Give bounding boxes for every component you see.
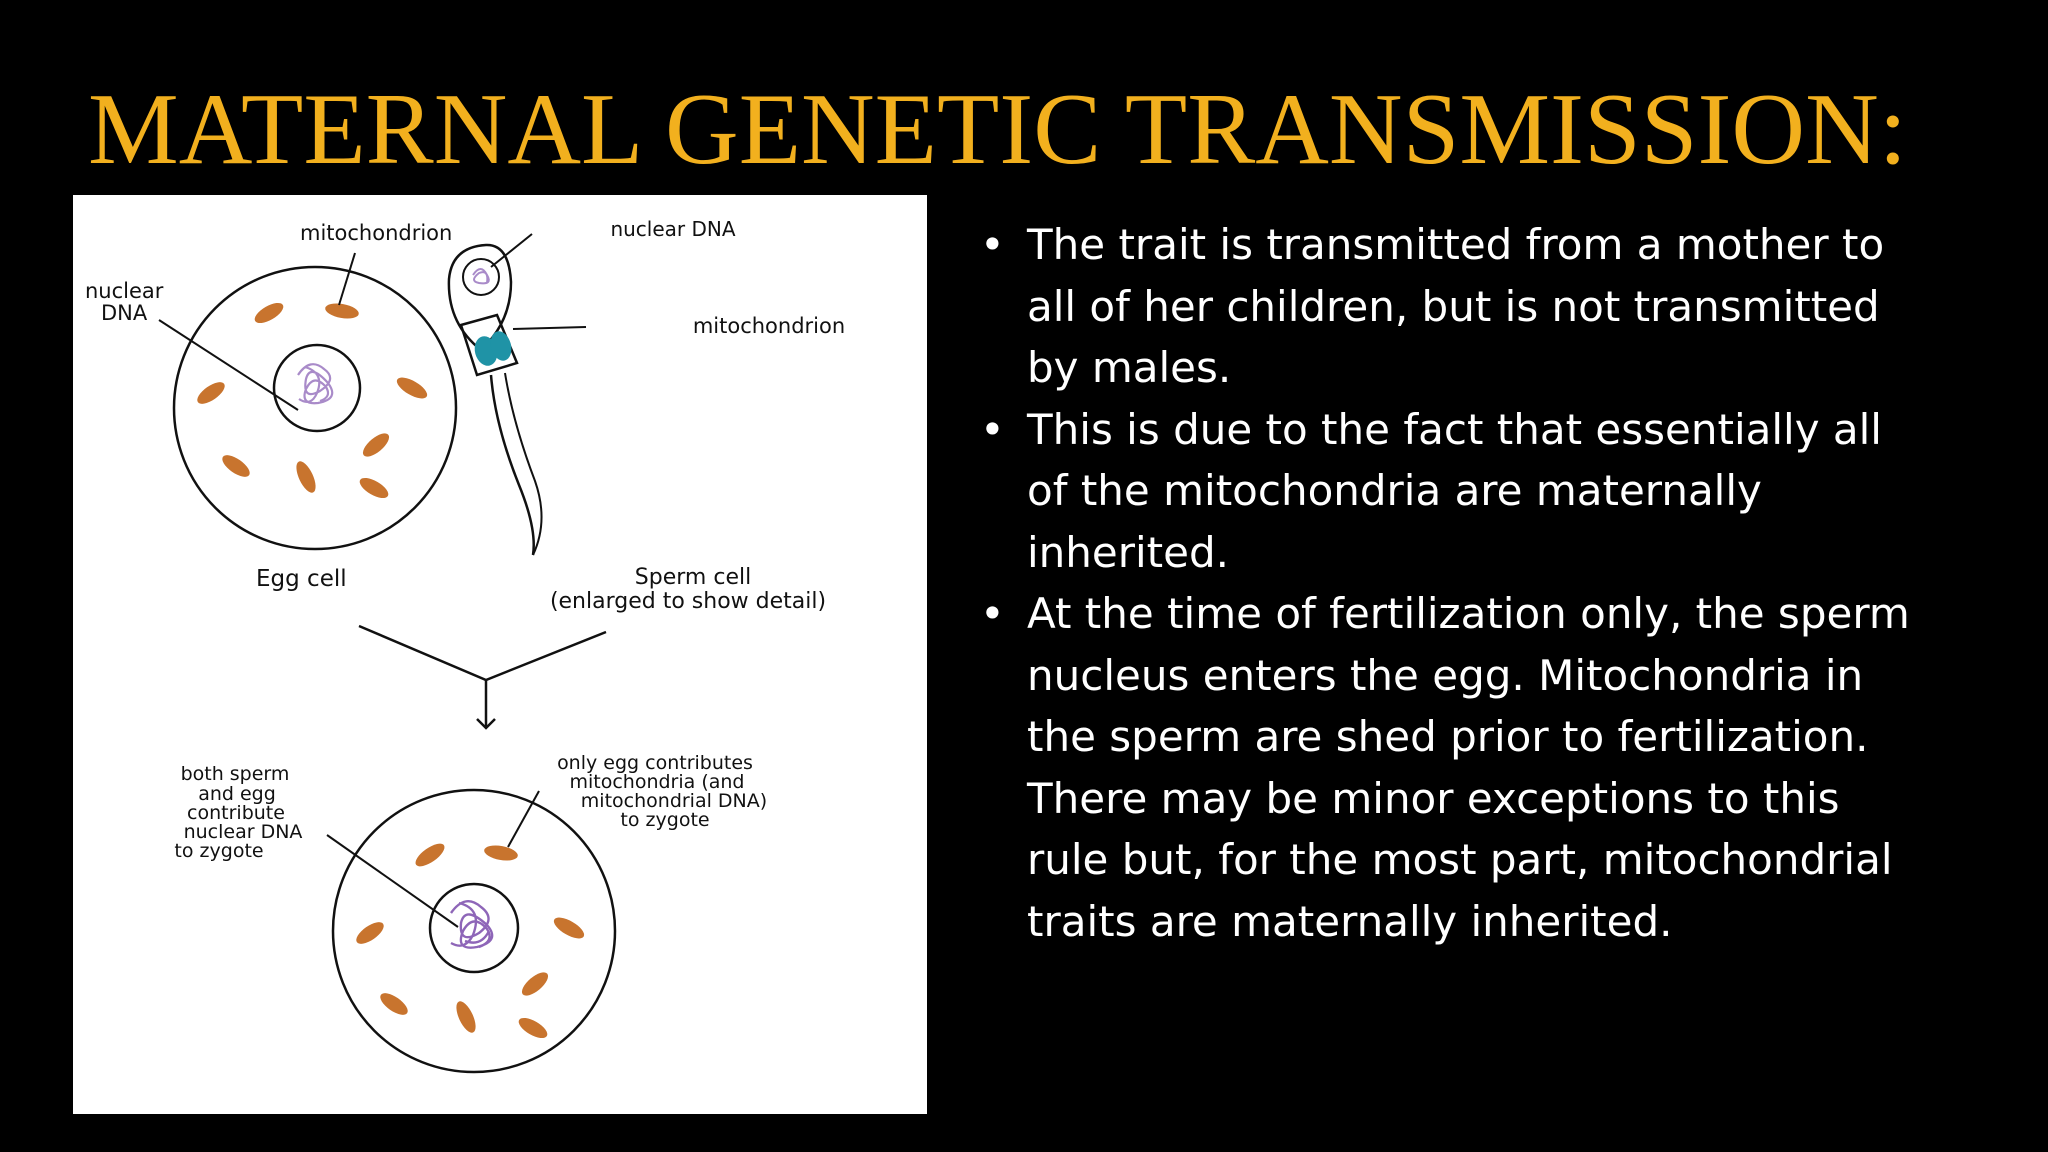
egg-membrane bbox=[172, 265, 458, 551]
zygote-left-label: both sperm and egg contribute nuclear DN… bbox=[174, 763, 302, 862]
egg-dna-leader bbox=[158, 319, 299, 411]
mitochondrion-icon bbox=[356, 922, 384, 944]
bullet-item: • This is due to the fact that essential… bbox=[970, 399, 1910, 584]
mitochondrion-icon bbox=[396, 377, 428, 399]
sperm-cell-label-line1: Sperm cell bbox=[635, 565, 751, 590]
mitochondrion-icon bbox=[415, 843, 445, 867]
fertilization-arrow bbox=[358, 624, 607, 730]
zygote-left-label-line: to zygote bbox=[174, 840, 263, 862]
bullet-icon: • bbox=[980, 589, 1005, 638]
sperm-nucleus bbox=[462, 258, 500, 296]
zygote-right-label-line: to zygote bbox=[620, 809, 709, 831]
sperm-midpiece bbox=[459, 313, 519, 377]
zygote-nucleus bbox=[428, 882, 520, 974]
merge-lines bbox=[358, 624, 607, 682]
sperm-cell: nuclear DNA mitochondrion Sperm cell (en… bbox=[447, 217, 845, 614]
zygote-mitochondria bbox=[356, 843, 585, 1039]
bullet-icon: • bbox=[980, 220, 1005, 269]
mitochondrion-icon bbox=[296, 461, 316, 493]
zygote-left-label-line: both sperm bbox=[181, 763, 290, 785]
mitochondrion-icon bbox=[518, 1017, 548, 1039]
sperm-dna-label: nuclear DNA bbox=[610, 217, 735, 241]
sperm-mito-label: mitochondrion bbox=[693, 314, 845, 338]
sperm-dna-leader bbox=[490, 233, 533, 268]
mitochondrion-icon bbox=[553, 917, 585, 939]
zygote-left-label-line: nuclear DNA bbox=[184, 821, 303, 843]
mitochondrion-icon bbox=[197, 382, 225, 404]
zygote-left-label-line: contribute bbox=[187, 802, 285, 824]
zygote: both sperm and egg contribute nuclear DN… bbox=[174, 752, 767, 1074]
egg-dna-label-line2: DNA bbox=[101, 301, 148, 325]
zygote-left-label-line: and egg bbox=[198, 783, 276, 805]
sperm-cell-label-line2: (enlarged to show detail) bbox=[550, 589, 826, 614]
zygote-mito-leader bbox=[507, 790, 540, 848]
sperm-mitochondrion-icon bbox=[490, 331, 512, 361]
bullet-text: The trait is transmitted from a mother t… bbox=[1027, 220, 1885, 392]
slide-title: MATERNAL GENETIC TRANSMISSION: bbox=[88, 73, 1908, 186]
mitochondrion-icon bbox=[362, 433, 390, 457]
mitochondrion-icon bbox=[222, 455, 250, 477]
mitochondrion-icon bbox=[359, 477, 389, 499]
zygote-dna-scribble bbox=[450, 900, 494, 949]
mitochondrion-icon bbox=[325, 303, 359, 319]
mitochondrion-icon bbox=[484, 845, 518, 861]
egg-dna-label-line1: nuclear bbox=[85, 279, 164, 303]
egg-dna-scribble bbox=[297, 363, 334, 405]
egg-mito-label: mitochondrion bbox=[300, 221, 452, 245]
mitochondrial-inheritance-diagram: mitochondrion nuclear DNA Egg cell nucle… bbox=[73, 195, 927, 1114]
mitochondrion-icon bbox=[456, 1001, 476, 1033]
mitochondrion-icon bbox=[380, 993, 408, 1015]
zygote-membrane bbox=[331, 788, 617, 1074]
arrow-head-icon bbox=[476, 718, 496, 730]
zygote-right-label-line: mitochondrial DNA) bbox=[581, 790, 767, 812]
zygote-right-label-line: only egg contributes bbox=[557, 752, 753, 774]
egg-nucleus bbox=[272, 343, 362, 433]
zygote-dna-leader bbox=[326, 834, 459, 928]
zygote-right-label: only egg contributes mitochondria (and m… bbox=[557, 752, 767, 831]
bullet-text: This is due to the fact that essentially… bbox=[1027, 404, 1882, 577]
bullet-item: • At the time of fertilization only, the… bbox=[970, 583, 1910, 952]
egg-mitochondria bbox=[197, 302, 428, 499]
egg-cell: mitochondrion nuclear DNA Egg cell bbox=[85, 221, 458, 592]
mitochondrion-icon bbox=[254, 302, 284, 324]
egg-cell-label: Egg cell bbox=[256, 566, 347, 592]
sperm-tail bbox=[489, 374, 535, 556]
sperm-mito-leader bbox=[512, 326, 587, 330]
egg-mito-leader bbox=[338, 252, 356, 306]
sperm-dna-scribble bbox=[472, 268, 490, 285]
zygote-right-label-line: mitochondria (and bbox=[569, 771, 744, 793]
bullet-icon: • bbox=[980, 404, 1005, 454]
sperm-tail-edge bbox=[504, 372, 543, 556]
bullet-list: • The trait is transmitted from a mother… bbox=[970, 214, 1910, 952]
mitochondrion-icon bbox=[521, 972, 549, 996]
bullet-text: At the time of fertilization only, the s… bbox=[1027, 589, 1910, 946]
bullet-item: • The trait is transmitted from a mother… bbox=[970, 214, 1910, 399]
diagram-svg: mitochondrion nuclear DNA Egg cell nucle… bbox=[85, 217, 845, 1074]
